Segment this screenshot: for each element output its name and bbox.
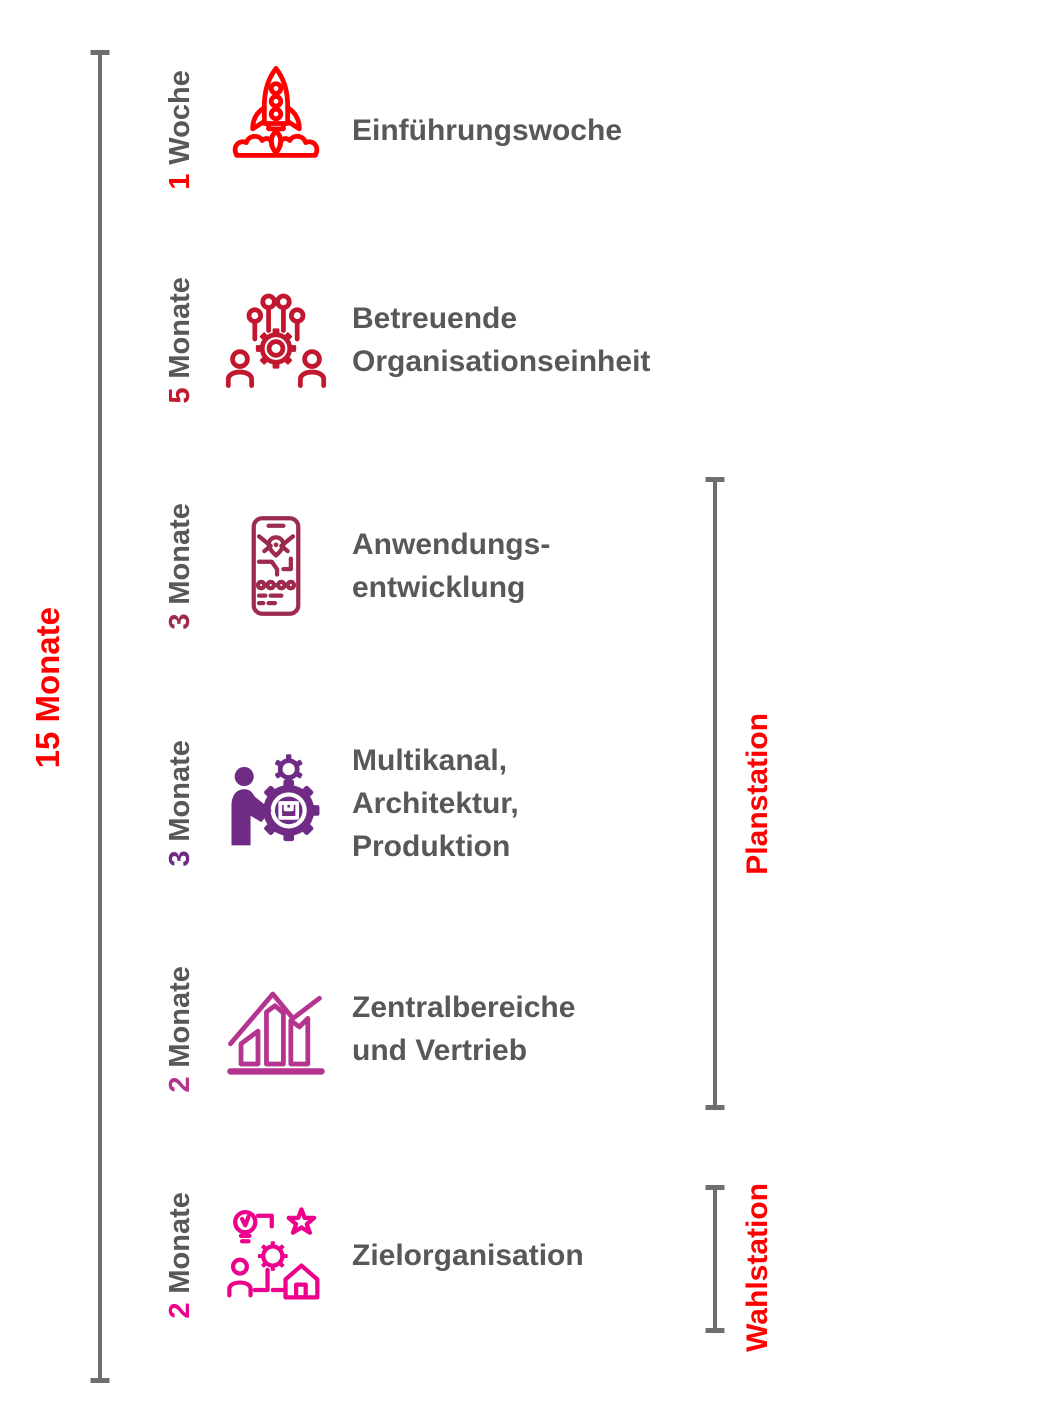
phase-title-line: Zielorganisation <box>352 1238 584 1272</box>
total-duration-text: 15 Monate <box>28 606 66 769</box>
duration-value: 1 <box>163 173 196 190</box>
phase-title: Betreuende Organisationseinheit <box>352 297 650 383</box>
phase-duration: 5 Monate <box>148 277 212 404</box>
phase-title-line: entwicklung <box>352 571 526 604</box>
duration-value: 2 <box>163 1076 196 1093</box>
person-gear-package-icon <box>212 750 340 856</box>
planstation-text: Planstation <box>741 712 774 875</box>
phase-title-line: Produktion <box>352 829 511 863</box>
phase-row-betreuende-organisationseinheit: 5 Monate <box>148 265 651 415</box>
wahlstation-text: Wahlstation <box>741 1183 774 1352</box>
total-duration-label: 15 Monate <box>16 600 78 775</box>
planstation-label: Planstation <box>731 477 785 1110</box>
phase-row-anwendungsentwicklung: 3 Monate Anwendungs- entwicklung <box>148 491 551 641</box>
phase-duration: 3 Monate <box>148 740 212 867</box>
phase-duration: 2 Monate <box>148 966 212 1093</box>
phase-title-line: Einführungswoche <box>352 113 622 147</box>
duration-value: 3 <box>163 613 196 630</box>
wahlstation-label: Wahlstation <box>731 1180 785 1355</box>
phase-row-zielorganisation: 2 Monate <box>148 1180 584 1330</box>
phase-title-line: Organisationseinheit <box>352 345 651 378</box>
phase-title-line: und Vertrieb <box>352 1034 528 1067</box>
phase-row-einfuehrungswoche: 1 Woche Einführungswoche <box>148 55 622 205</box>
planstation-bracket-line <box>713 477 717 1110</box>
duration-unit: Woche <box>163 70 196 165</box>
idea-network-icon <box>212 1202 340 1308</box>
phase-row-zentralbereiche-und-vertrieb: 2 Monate Zentralbereiche und Vertrieb <box>148 954 576 1104</box>
phase-title: Einführungswoche <box>352 109 622 152</box>
duration-unit: Monate <box>163 1191 196 1294</box>
phase-title: Anwendungs- entwicklung <box>352 523 550 609</box>
phase-title: Zielorganisation <box>352 1234 584 1277</box>
duration-unit: Monate <box>163 276 196 379</box>
phase-duration: 3 Monate <box>148 503 212 630</box>
phase-title-line: Architektur, <box>352 786 519 820</box>
total-duration-bracket-line <box>98 50 102 1383</box>
duration-value: 2 <box>163 1302 196 1319</box>
duration-unit: Monate <box>163 965 196 1068</box>
smartphone-app-icon <box>212 513 340 619</box>
growth-chart-icon <box>212 976 340 1082</box>
phase-title-line: Zentralbereiche <box>352 991 576 1024</box>
phase-duration: 1 Woche <box>148 70 212 190</box>
rocket-launch-icon <box>212 66 340 183</box>
duration-unit: Monate <box>163 739 196 842</box>
duration-value: 3 <box>163 850 196 867</box>
gear-network-people-icon <box>212 287 340 393</box>
phase-title: Multikanal, Architektur, Produktion <box>352 739 519 868</box>
wahlstation-bracket-line <box>713 1185 717 1333</box>
phase-row-multikanal-architektur-produktion: 3 Monate <box>148 723 519 883</box>
duration-value: 5 <box>163 387 196 404</box>
phase-title-line: Betreuende <box>352 302 518 335</box>
duration-unit: Monate <box>163 502 196 605</box>
phase-title-line: Multikanal, <box>352 743 508 777</box>
phase-title: Zentralbereiche und Vertrieb <box>352 986 575 1072</box>
phase-title-line: Anwendungs- <box>352 528 551 561</box>
phase-duration: 2 Monate <box>148 1192 212 1319</box>
